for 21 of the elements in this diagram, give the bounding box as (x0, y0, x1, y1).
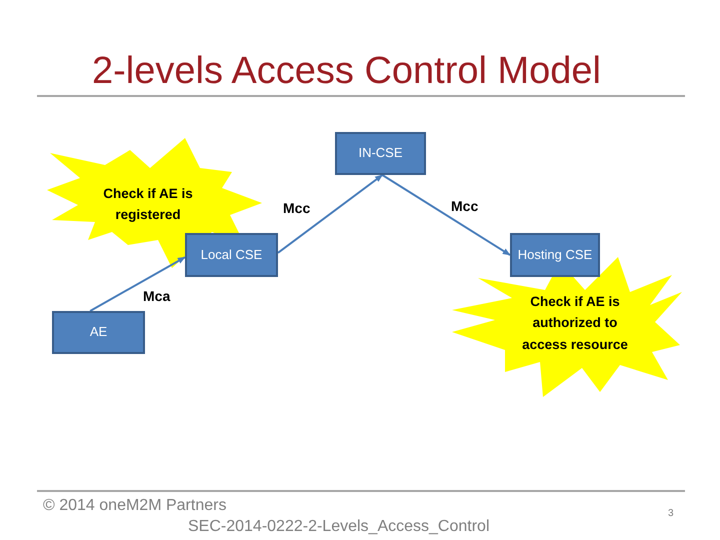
edge-label: Mcc (451, 198, 478, 214)
starburst-callout (47, 138, 262, 268)
arrow (90, 256, 186, 312)
page-number: 3 (668, 508, 674, 519)
edge-label: Mca (143, 288, 170, 304)
callout-text: Check if AE is authorized to access resource (521, 292, 629, 354)
node-label: Local CSE (200, 246, 262, 264)
arrow (382, 174, 511, 256)
arrow (277, 174, 383, 254)
node-label: AE (90, 323, 108, 342)
process-box (510, 233, 600, 277)
footer-text: © 2014 oneM2M Partners (43, 497, 226, 515)
edge-label: Mcc (283, 200, 310, 216)
node-label: IN-CSE (358, 144, 403, 162)
process-box (335, 132, 426, 175)
process-box (185, 233, 278, 277)
callout-text: Check if AE is registered (102, 184, 194, 224)
process-box (52, 311, 145, 354)
footer-text: SEC-2014-0222-2-Levels_Access_Control (188, 518, 490, 536)
slide-title: 2-levels Access Control Model (92, 49, 601, 94)
node-label: Hosting CSE (518, 246, 592, 264)
